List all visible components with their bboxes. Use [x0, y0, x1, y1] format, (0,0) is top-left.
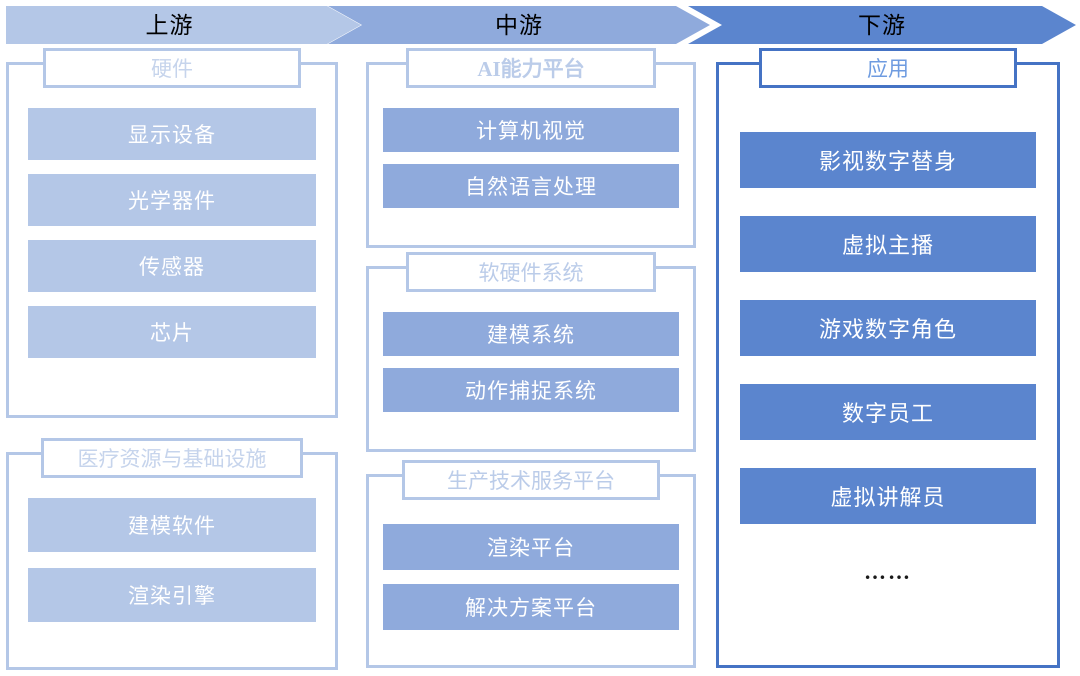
stage-chevron-downstream: 下游: [688, 6, 1076, 44]
item-computer-vision: 计算机视觉: [383, 108, 679, 152]
group-application-items: 影视数字替身 虚拟主播 游戏数字角色 数字员工 虚拟讲解员 ……: [716, 132, 1060, 592]
group-hardware-title: 硬件: [43, 48, 301, 88]
stage-chevron-midstream: 中游: [328, 6, 710, 44]
group-medical-resources: 医疗资源与基础设施 建模软件 渲染引擎: [6, 438, 338, 670]
item-modeling-software: 建模软件: [28, 498, 316, 552]
item-virtual-presenter: 虚拟讲解员: [740, 468, 1036, 524]
group-production-tech-service-platform: 生产技术服务平台 渲染平台 解决方案平台: [366, 460, 696, 668]
item-more-ellipsis: ……: [864, 559, 912, 584]
item-digital-employee: 数字员工: [740, 384, 1036, 440]
stage-label-downstream: 下游: [858, 12, 906, 38]
item-modeling-system: 建模系统: [383, 312, 679, 356]
group-medical-resources-items: 建模软件 渲染引擎: [6, 498, 338, 622]
item-solution-platform: 解决方案平台: [383, 584, 679, 630]
item-film-digital-double: 影视数字替身: [740, 132, 1036, 188]
stage-chevron-upstream: 上游: [6, 6, 361, 44]
group-medical-resources-title: 医疗资源与基础设施: [41, 438, 303, 478]
group-software-hardware-system-items: 建模系统 动作捕捉系统: [366, 312, 696, 412]
item-render-engine: 渲染引擎: [28, 568, 316, 622]
group-ai-platform-title: AI能力平台: [406, 48, 656, 88]
item-sensor: 传感器: [28, 240, 316, 292]
item-optical-component: 光学器件: [28, 174, 316, 226]
group-ai-platform: AI能力平台 计算机视觉 自然语言处理: [366, 48, 696, 248]
item-display-device: 显示设备: [28, 108, 316, 160]
stage-label-midstream: 中游: [495, 12, 543, 38]
group-application-title: 应用: [759, 48, 1017, 88]
group-ai-platform-items: 计算机视觉 自然语言处理: [366, 108, 696, 208]
group-application: 应用 影视数字替身 虚拟主播 游戏数字角色 数字员工 虚拟讲解员 ……: [716, 48, 1060, 668]
item-motion-capture-system: 动作捕捉系统: [383, 368, 679, 412]
item-game-digital-character: 游戏数字角色: [740, 300, 1036, 356]
group-software-hardware-system-title: 软硬件系统: [406, 252, 656, 292]
stage-label-upstream: 上游: [145, 12, 194, 38]
group-software-hardware-system: 软硬件系统 建模系统 动作捕捉系统: [366, 252, 696, 452]
group-production-tech-service-platform-title: 生产技术服务平台: [402, 460, 660, 500]
item-virtual-anchor: 虚拟主播: [740, 216, 1036, 272]
group-hardware-items: 显示设备 光学器件 传感器 芯片: [6, 108, 338, 358]
group-production-tech-service-platform-items: 渲染平台 解决方案平台: [366, 524, 696, 630]
item-nlp: 自然语言处理: [383, 164, 679, 208]
value-chain-stage-band: 上游 中游 下游: [0, 0, 1080, 48]
item-chip: 芯片: [28, 306, 316, 358]
item-render-platform: 渲染平台: [383, 524, 679, 570]
group-hardware: 硬件 显示设备 光学器件 传感器 芯片: [6, 48, 338, 418]
